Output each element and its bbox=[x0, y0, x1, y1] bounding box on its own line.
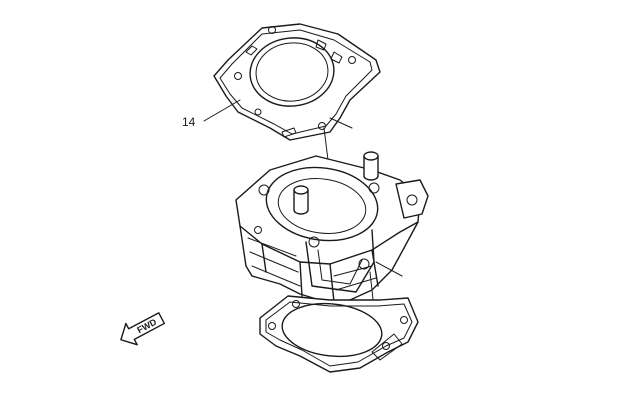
dowel-pin-left[interactable] bbox=[293, 185, 309, 215]
callout-14: 14 bbox=[182, 99, 241, 129]
cylinder-block[interactable] bbox=[235, 155, 429, 303]
cylinder-base-gasket[interactable] bbox=[259, 295, 419, 373]
dowel-pin-right[interactable] bbox=[363, 151, 379, 181]
fwd-direction-marker: FWD bbox=[120, 312, 166, 346]
forward-arrow-icon bbox=[120, 312, 166, 346]
callout-label: 14 bbox=[182, 115, 196, 129]
cylinder-head-gasket[interactable] bbox=[213, 23, 381, 141]
